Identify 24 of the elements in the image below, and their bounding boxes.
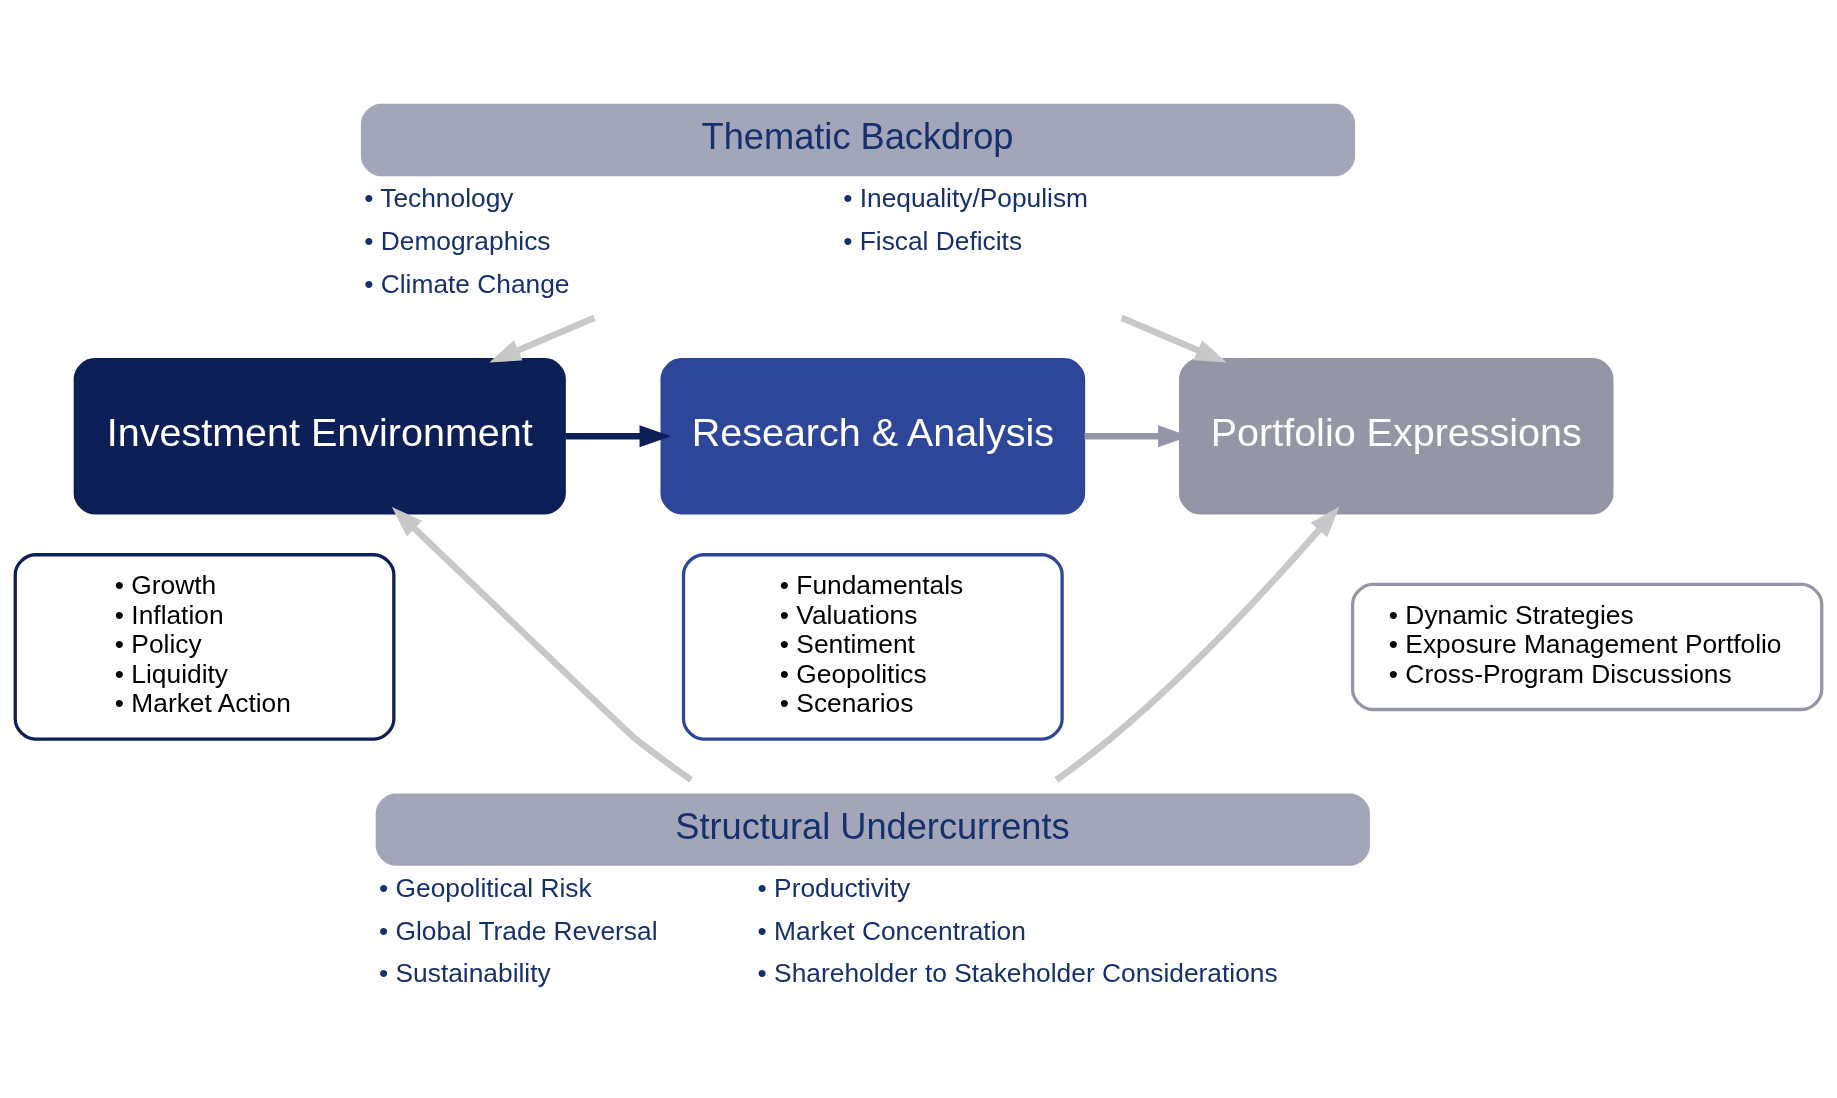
node-label: • Fiscal Deficits [843, 225, 1023, 256]
node-label: • Geopolitical Risk [379, 872, 592, 903]
node-box: Thematic Backdrop [360, 103, 1356, 177]
node-label: • Climate Change [364, 268, 570, 299]
node-box: • Growth • Inflation • Policy • Liquidity • Market Action [13, 553, 396, 741]
node-label: • Sustainability [379, 958, 551, 989]
node-label: • Market Concentration [757, 915, 1026, 946]
arrow [391, 506, 693, 783]
node-box: Structural Undercurrents [375, 793, 1370, 866]
node-box: Portfolio Expressions [1179, 358, 1614, 515]
node-label: • Demographics [364, 225, 551, 256]
node-label: • Global Trade Reversal [379, 915, 658, 946]
arrow [565, 425, 671, 448]
node-label: • Productivity [757, 872, 911, 903]
arrow [489, 314, 596, 363]
arrow [1120, 314, 1227, 363]
node-box: Research & Analysis [660, 358, 1086, 515]
arrow [1054, 506, 1340, 783]
node-box: • Fundamentals • Valuations • Sentiment • Geopolitics • Scenarios [681, 553, 1064, 741]
node-label: • Inequality/Populism [843, 183, 1089, 214]
node-label: • Technology [364, 183, 514, 214]
node-box: • Dynamic Strategies • Exposure Management Portfolio • Cross-Program Discussions [1351, 582, 1824, 712]
node-box: Investment Environment [73, 358, 566, 515]
node-label: • Shareholder to Stakeholder Considerations [757, 958, 1278, 989]
